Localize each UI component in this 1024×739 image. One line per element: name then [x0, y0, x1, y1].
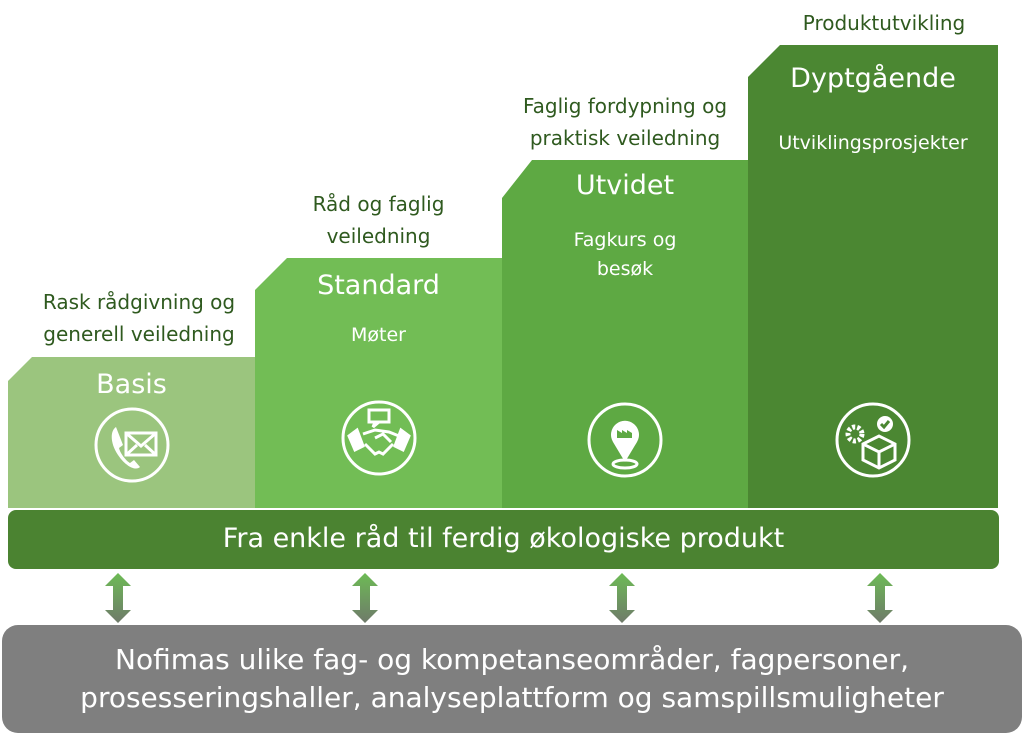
progression-band: Fra enkle råd til ferdig økologiske prod… — [8, 510, 999, 569]
step-subtitle: Møter — [351, 324, 406, 346]
step-title: Dyptgående — [790, 63, 956, 94]
handshake-icon — [341, 400, 416, 476]
caption-line: veiledning — [326, 224, 431, 248]
caption-standard: Råd og faglig veiledning — [255, 188, 502, 252]
double-arrow-icon — [867, 573, 893, 623]
step-subtitle: Utviklingsprosjekter — [778, 132, 968, 154]
step-dyptgaende: Dyptgående Utviklingsprosjekter — [748, 45, 998, 508]
caption-utvidet: Faglig fordypning og praktisk veiledning — [502, 90, 748, 154]
caption-dyptgaende: Produktutvikling — [748, 7, 1020, 39]
product-development-icon — [835, 402, 911, 478]
caption-line: Produktutvikling — [802, 11, 966, 35]
step-title: Basis — [96, 369, 167, 400]
double-arrow-icon — [609, 573, 635, 623]
step-utvidet: Utvidet Fagkurs og besøk — [502, 160, 748, 508]
caption-line: Rask rådgivning og — [42, 290, 236, 314]
step-subtitle: besøk — [596, 258, 654, 280]
competence-foundation: Nofimas ulike fag- og kompetanseområder,… — [2, 625, 1022, 733]
step-standard: Standard Møter — [255, 258, 502, 508]
phone-mail-icon — [94, 407, 169, 483]
caption-line: Råd og faglig — [312, 192, 445, 216]
step-subtitle: Fagkurs og — [573, 229, 677, 251]
caption-line: generell veiledning — [43, 322, 235, 346]
base-line: Nofimas ulike fag- og kompetanseområder,… — [115, 643, 909, 676]
step-basis: Basis — [8, 357, 255, 508]
double-arrow-icon — [352, 573, 378, 623]
caption-line: Faglig fordypning og — [522, 94, 728, 118]
base-line: prosesseringshaller, analyseplattform og… — [80, 681, 944, 714]
caption-line: praktisk veiledning — [529, 126, 721, 150]
step-title: Utvidet — [575, 170, 675, 201]
caption-basis: Rask rådgivning og generell veiledning — [8, 286, 270, 350]
double-arrow-icon — [105, 573, 131, 623]
step-title: Standard — [317, 270, 440, 301]
factory-location-icon — [587, 402, 663, 478]
